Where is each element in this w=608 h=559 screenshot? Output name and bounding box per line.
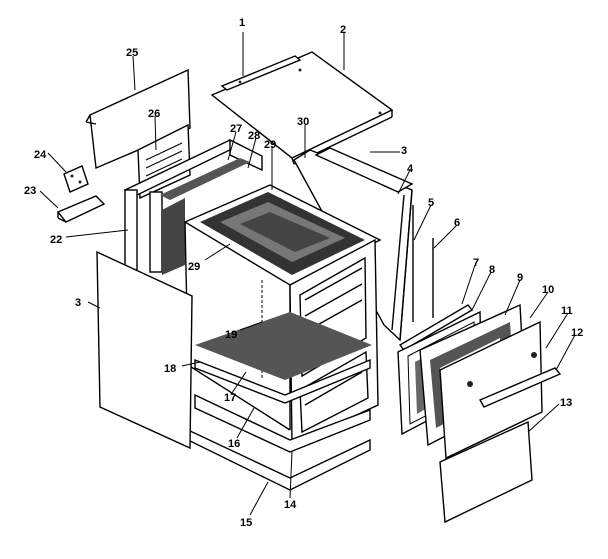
- left-side-panel: [96, 250, 193, 450]
- callout-13: 13: [560, 397, 572, 409]
- callout-5: 5: [428, 197, 434, 209]
- callout-19: 19: [225, 329, 237, 341]
- rear-frame: [123, 138, 263, 281]
- callout-4: 4: [407, 163, 414, 175]
- callout-12: 12: [571, 327, 583, 339]
- callout-28: 28: [248, 130, 260, 142]
- callout-26: 26: [148, 108, 160, 120]
- callout-8: 8: [489, 264, 495, 276]
- top-insulation: [200, 192, 365, 275]
- callout-10: 10: [542, 284, 554, 296]
- callout-16: 16: [228, 438, 240, 450]
- top-rail: [220, 55, 302, 91]
- kick-panel: [439, 420, 533, 524]
- callout-11: 11: [561, 305, 573, 317]
- callout-7: 7: [473, 257, 479, 269]
- bracket: [63, 165, 89, 193]
- callout-3-upper: 3: [401, 145, 407, 157]
- callout-22: 22: [50, 234, 62, 246]
- callout-24: 24: [34, 149, 47, 161]
- callout-6: 6: [454, 217, 460, 229]
- callout-17: 17: [224, 392, 236, 404]
- rear-top-panel: [85, 68, 191, 170]
- lower-tray: [194, 312, 372, 453]
- callout-3-left: 3: [75, 297, 81, 309]
- door-handle: [479, 367, 562, 408]
- door-strips: [412, 205, 434, 322]
- callout-27: 27: [230, 123, 242, 135]
- callout-18: 18: [164, 363, 176, 375]
- callout-30: 30: [297, 116, 309, 128]
- callout-9: 9: [517, 272, 523, 284]
- callout-2: 2: [340, 24, 346, 36]
- rear-insulation: [160, 158, 250, 275]
- outer-door-panel: [439, 320, 543, 460]
- leader-lines: [39, 32, 576, 516]
- callout-25: 25: [126, 47, 138, 59]
- channel: [56, 195, 106, 223]
- callout-15: 15: [240, 517, 252, 529]
- callout-29-top: 29: [264, 139, 276, 151]
- callout-1: 1: [239, 17, 245, 29]
- callout-23: 23: [24, 185, 36, 197]
- callout-29-side: 29: [188, 261, 200, 273]
- callout-labels: 1 2 3 3 4 5 6 7 8 9 10 11 12 13 14 15 16…: [24, 17, 583, 529]
- callout-14: 14: [284, 499, 297, 511]
- side-panel-upper: [314, 147, 414, 193]
